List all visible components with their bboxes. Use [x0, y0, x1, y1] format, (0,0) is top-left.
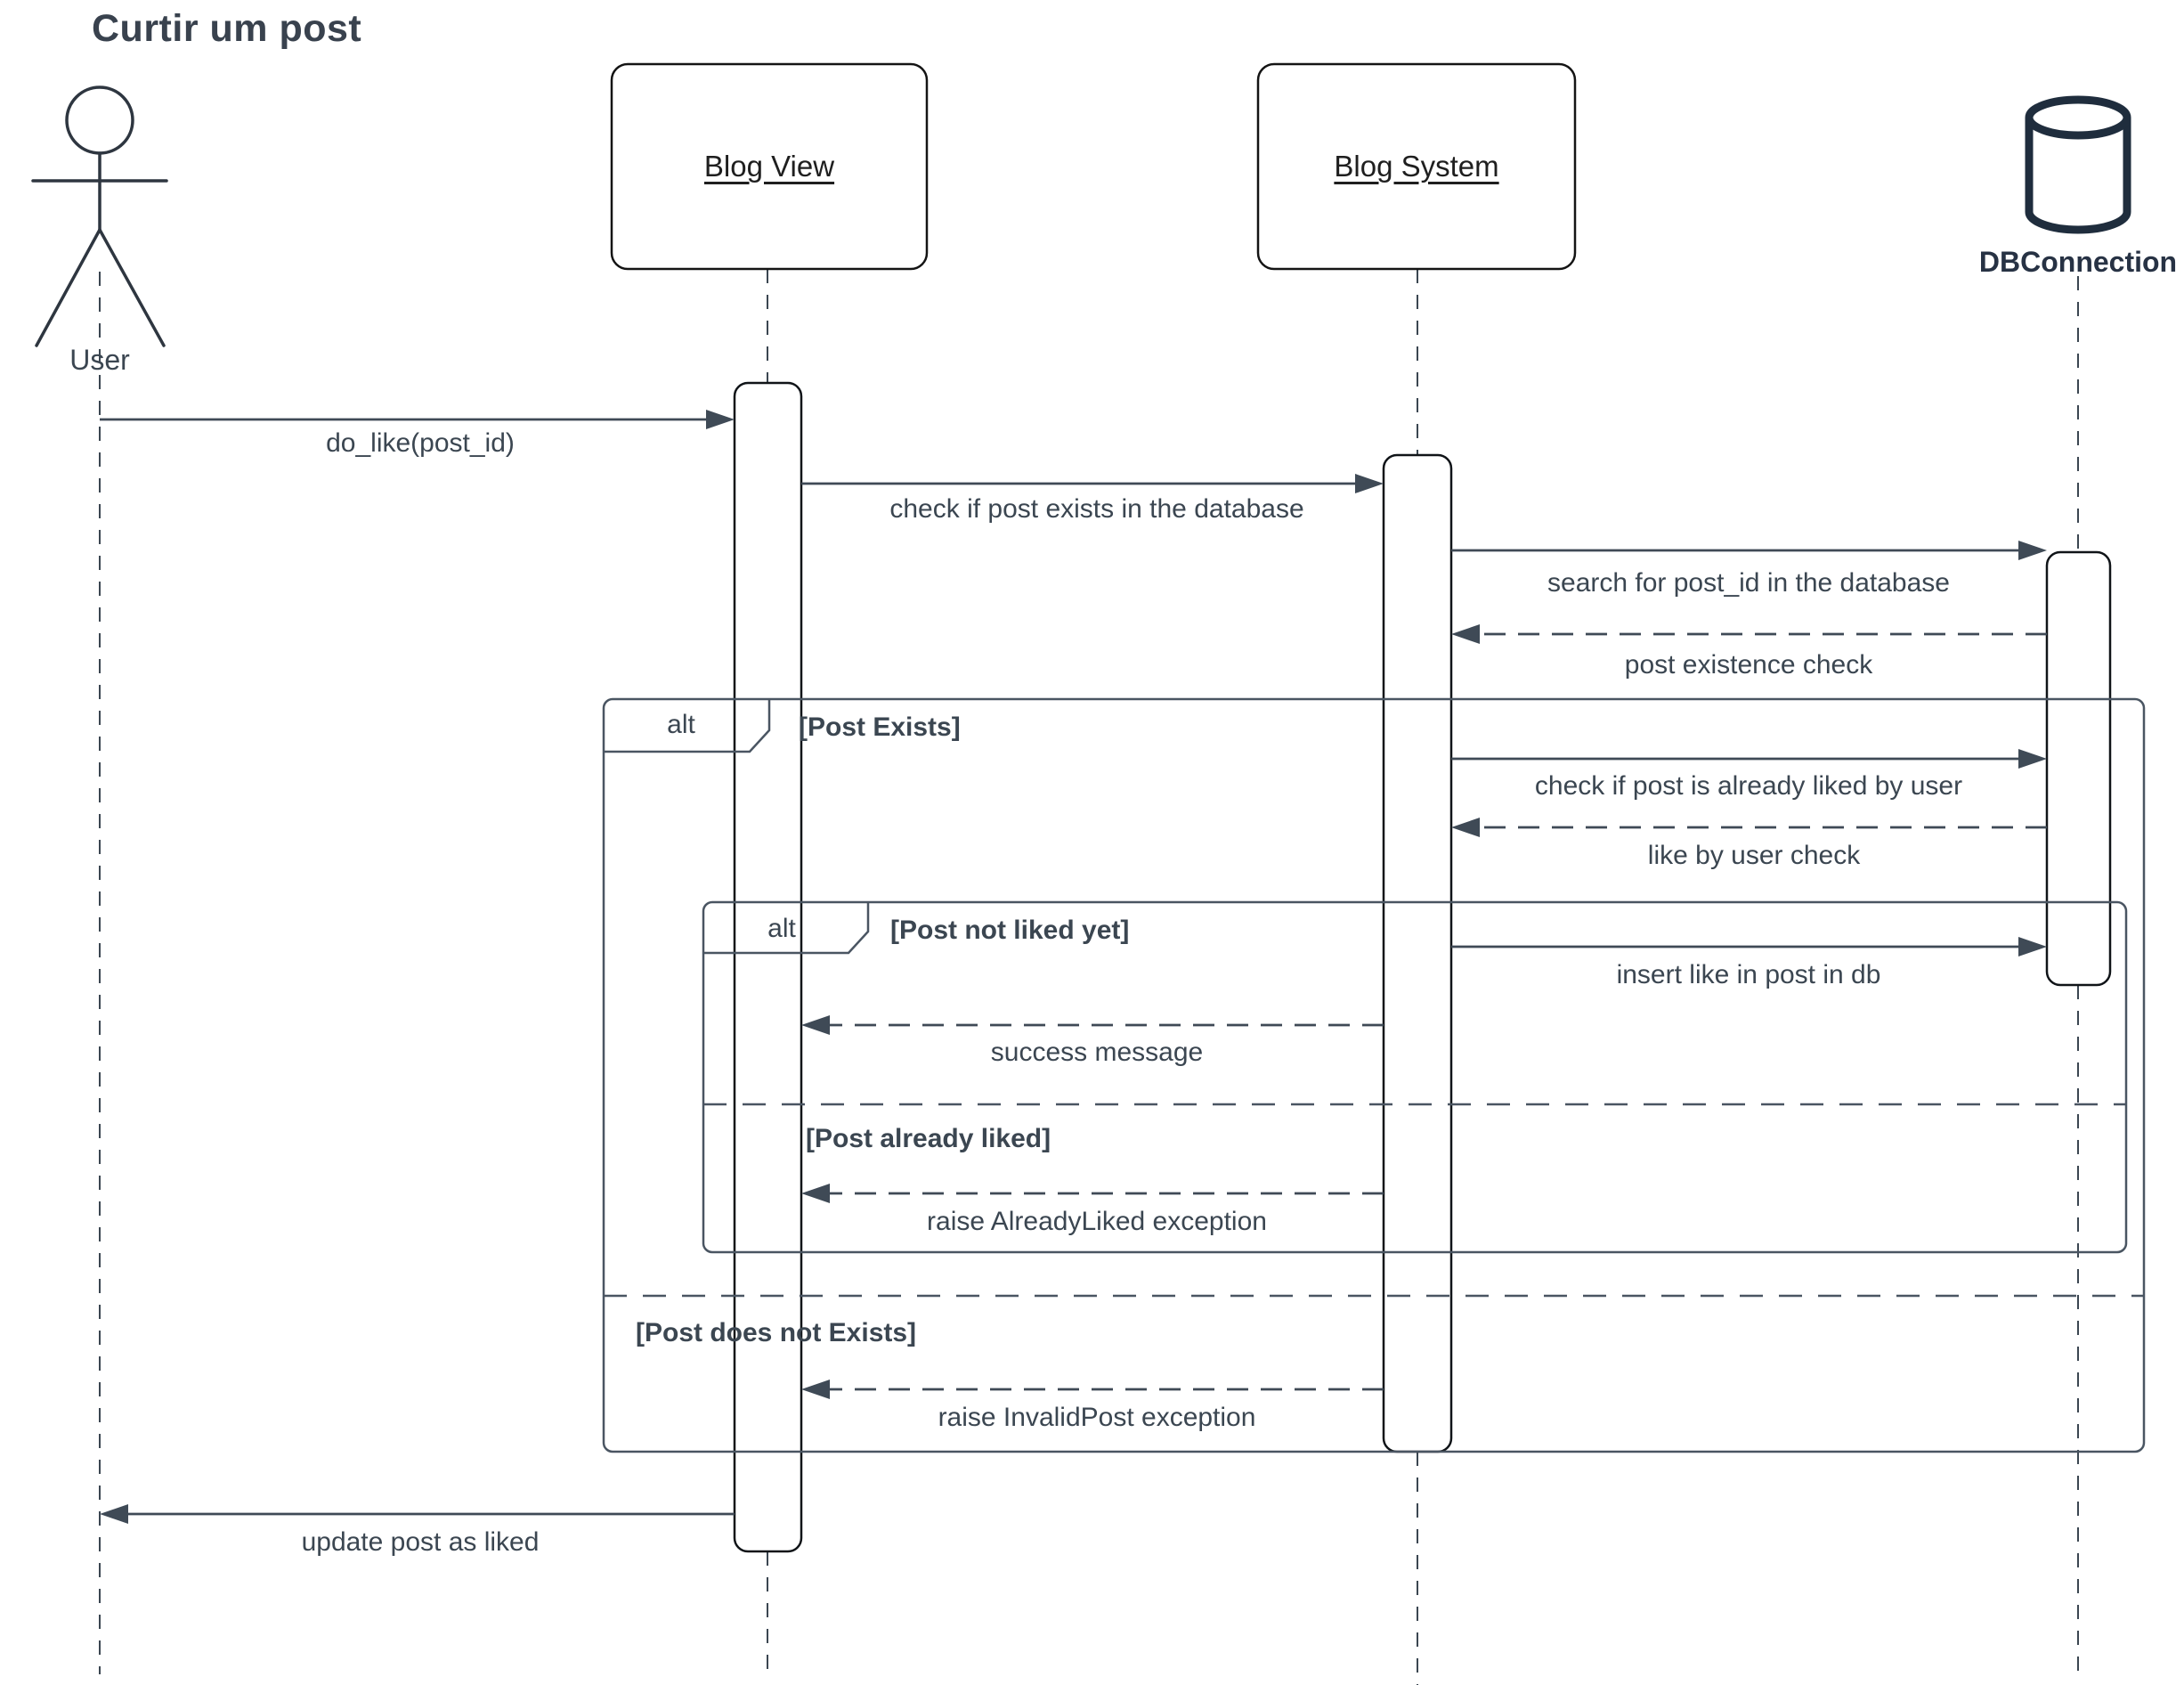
message-label-update-post: update post as liked [301, 1527, 540, 1557]
participant-label-user: User [69, 344, 130, 376]
arrowhead-check-exists [1355, 474, 1384, 493]
message-label-already-liked: raise AlreadyLiked exception [927, 1207, 1267, 1236]
inner-alt-frame [702, 900, 2128, 1254]
arrowhead-search-post [2018, 541, 2047, 560]
message-label-success: success message [990, 1038, 1204, 1067]
arrowhead-like-check [1451, 818, 1480, 837]
arrowheads [100, 410, 2047, 1524]
participant-label-blog-view: Blog View [703, 150, 835, 183]
arrowhead-existence-check [1451, 624, 1480, 644]
message-label-insert-like: insert like in post in db [1616, 960, 1881, 989]
message-label-like-check: like by user check [1647, 841, 1861, 870]
user-actor-icon [31, 85, 168, 347]
participant-label-blog-system: Blog System [1334, 150, 1499, 183]
outer-alt-frame [602, 697, 2146, 1453]
message-arrows [100, 418, 2047, 1516]
blog-view-box [610, 62, 929, 271]
inner-alt-operator: alt [767, 914, 796, 943]
participant-label-db-connection: DBConnection [1978, 246, 2178, 278]
message-label-do-like: do_like(post_id) [326, 428, 515, 458]
outer-alt-guard-1: [Post Exists] [799, 712, 961, 742]
blog-system-box [1256, 62, 1577, 271]
arrowhead-update-post [100, 1504, 128, 1524]
arrowhead-already-liked [801, 1184, 830, 1203]
blog-view-activation [733, 381, 803, 1553]
lifelines [99, 269, 2079, 1685]
inner-alt-guard-1: [Post not liked yet] [890, 916, 1130, 945]
database-icon [2025, 95, 2131, 234]
inner-alt-guard-2: [Post already liked] [806, 1124, 1051, 1153]
outer-alt-tab [604, 699, 771, 753]
db-activation [2045, 550, 2112, 987]
activation-bars [733, 381, 2112, 1553]
arrowhead-invalid-post [801, 1380, 830, 1399]
message-label-check-liked: check if post is already liked by user [1534, 771, 1963, 801]
outer-alt-guard-2: [Post does not Exists] [636, 1318, 917, 1347]
arrowhead-insert-like [2018, 937, 2047, 956]
diagram-title: Curtir um post [92, 7, 362, 50]
outer-alt-operator: alt [667, 710, 695, 739]
arrowhead-do-like [706, 410, 735, 429]
arrowhead-success [801, 1015, 830, 1035]
message-label-invalid-post: raise InvalidPost exception [938, 1403, 1256, 1432]
message-label-search-post: search for post_id in the database [1547, 568, 1950, 598]
alt-fragments [602, 697, 2146, 1453]
message-label-existence-check: post existence check [1624, 650, 1873, 680]
inner-alt-tab [703, 902, 870, 955]
message-label-check-exists: check if post exists in the database [889, 494, 1304, 524]
arrowhead-check-liked [2018, 749, 2047, 769]
blog-system-activation [1382, 453, 1453, 1453]
